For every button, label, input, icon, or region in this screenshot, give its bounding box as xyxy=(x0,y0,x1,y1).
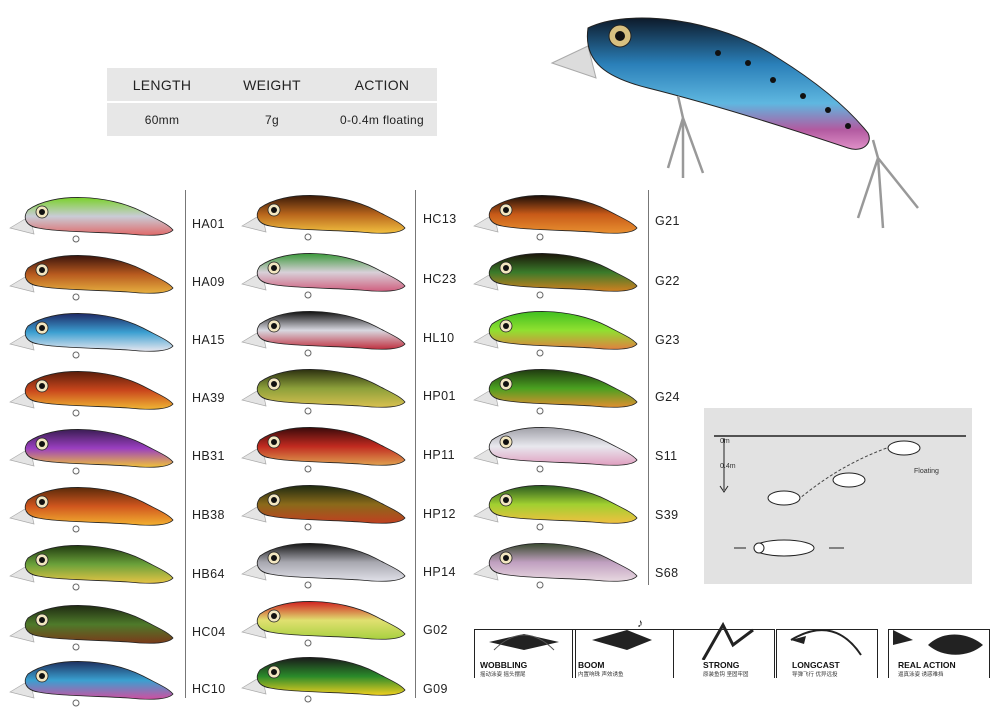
lure-image-hc04 xyxy=(9,605,174,651)
spec-table: LENGTH WEIGHT ACTION 60mm 7g 0-0.4m floa… xyxy=(107,68,445,136)
lure-image-hp14 xyxy=(241,543,406,589)
lure-code-hb38: HB38 xyxy=(192,508,225,522)
spec-header-row: LENGTH WEIGHT ACTION xyxy=(107,68,437,103)
lure-image-hp12 xyxy=(241,485,406,531)
lure-image-g09 xyxy=(241,657,406,703)
boom-icon: ♪ xyxy=(592,616,652,650)
feature-real-action-label: REAL ACTION xyxy=(898,660,956,670)
feature-strong-sub: 原装鱼钩 坚固牢固 xyxy=(703,672,749,678)
longcast-icon xyxy=(790,629,862,656)
column-divider-3 xyxy=(648,190,649,585)
depth-label-bottom: 0.4m xyxy=(720,463,736,470)
spec-header-length: LENGTH xyxy=(132,77,192,93)
action-diagram: 0m 0.4m Floating xyxy=(704,408,972,584)
spec-value-action: 0-0.4m floating xyxy=(340,113,424,127)
spec-value-row: 60mm 7g 0-0.4m floating xyxy=(107,104,445,136)
feature-boom-label: BOOM xyxy=(578,660,605,670)
spec-header-action: ACTION xyxy=(354,77,410,93)
lure-code-hc10: HC10 xyxy=(192,682,226,696)
strong-icon xyxy=(701,621,754,660)
lure-image-hc10 xyxy=(9,661,174,707)
feature-wobbling: WOBBLING 摇动泳姿 摇头摆尾 xyxy=(474,615,576,678)
lure-code-ha15: HA15 xyxy=(192,333,225,347)
column-divider-1 xyxy=(185,190,186,698)
lure-image-hc13 xyxy=(241,195,406,241)
lure-code-hb64: HB64 xyxy=(192,567,225,581)
feature-longcast-label: LONGCAST xyxy=(792,660,840,670)
feature-wobbling-sub: 摇动泳姿 摇头摆尾 xyxy=(480,672,526,678)
feature-strong-label: STRONG xyxy=(703,660,740,670)
lure-image-s68 xyxy=(473,543,638,589)
spec-header-weight: WEIGHT xyxy=(243,77,301,93)
feature-longcast: LONGCAST 导弹飞行 优异远投 xyxy=(776,615,878,678)
lure-code-g23: G23 xyxy=(655,333,680,347)
real-action-icon xyxy=(893,630,983,655)
lure-image-ha09 xyxy=(9,255,174,301)
action-diagram-drawing xyxy=(714,435,966,557)
lure-code-hl10: HL10 xyxy=(423,331,455,345)
lure-code-g22: G22 xyxy=(655,274,680,288)
lure-image-g22 xyxy=(473,253,638,299)
wobbling-icon xyxy=(489,634,559,651)
spec-value-weight: 7g xyxy=(265,113,279,127)
lure-image-hl10 xyxy=(241,311,406,357)
lure-image-ha39 xyxy=(9,371,174,417)
lure-image-hp11 xyxy=(241,427,406,473)
lure-code-g09: G09 xyxy=(423,682,448,696)
lure-image-g02 xyxy=(241,601,406,647)
lure-code-s11: S11 xyxy=(655,449,678,463)
lure-code-hp01: HP01 xyxy=(423,389,456,403)
lure-code-hc04: HC04 xyxy=(192,625,226,639)
lure-code-hb31: HB31 xyxy=(192,449,225,463)
lure-code-ha39: HA39 xyxy=(192,391,225,405)
lure-code-ha09: HA09 xyxy=(192,275,225,289)
lure-code-hp12: HP12 xyxy=(423,507,456,521)
column-divider-2 xyxy=(415,190,416,698)
feature-boom: ♪ BOOM 内置响珠 声效诱鱼 xyxy=(572,615,674,678)
feature-boom-sub: 内置响珠 声效诱鱼 xyxy=(578,672,624,678)
spec-value-length: 60mm xyxy=(144,113,180,127)
lure-image-ha15 xyxy=(9,313,174,359)
lure-image-hb38 xyxy=(9,487,174,533)
lure-code-g21: G21 xyxy=(655,214,680,228)
lure-image-s11 xyxy=(473,427,638,473)
lure-code-g24: G24 xyxy=(655,390,680,404)
lure-code-g02: G02 xyxy=(423,623,448,637)
svg-text:♪: ♪ xyxy=(637,616,643,630)
feature-wobbling-frame xyxy=(474,629,576,678)
feature-real-action-frame xyxy=(888,629,990,678)
lure-code-s68: S68 xyxy=(655,566,679,580)
lure-code-s39: S39 xyxy=(655,508,679,522)
depth-label-top: 0m xyxy=(720,438,730,445)
feature-real-action: REAL ACTION 逼真泳姿 诱惑难挡 xyxy=(888,615,990,678)
lure-code-hc23: HC23 xyxy=(423,272,457,286)
lure-image-g23 xyxy=(473,311,638,357)
lure-image-hb64 xyxy=(9,545,174,591)
lure-image-g24 xyxy=(473,369,638,415)
lure-image-ha01 xyxy=(9,197,174,243)
feature-longcast-sub: 导弹飞行 优异远投 xyxy=(792,672,838,678)
lure-image-g21 xyxy=(473,195,638,241)
feature-strong: STRONG 原装鱼钩 坚固牢固 xyxy=(673,615,775,678)
lure-image-s39 xyxy=(473,485,638,531)
lure-image-hb31 xyxy=(9,429,174,475)
floating-label: Floating xyxy=(914,468,939,475)
feature-real-action-sub: 逼真泳姿 诱惑难挡 xyxy=(898,672,944,678)
lure-image-hc23 xyxy=(241,253,406,299)
lure-code-ha01: HA01 xyxy=(192,217,225,231)
lure-code-hc13: HC13 xyxy=(423,212,457,226)
lure-code-hp11: HP11 xyxy=(423,448,455,462)
lure-image-hp01 xyxy=(241,369,406,415)
hero-lure-image xyxy=(550,17,919,229)
lure-code-hp14: HP14 xyxy=(423,565,456,579)
feature-wobbling-label: WOBBLING xyxy=(480,660,528,670)
